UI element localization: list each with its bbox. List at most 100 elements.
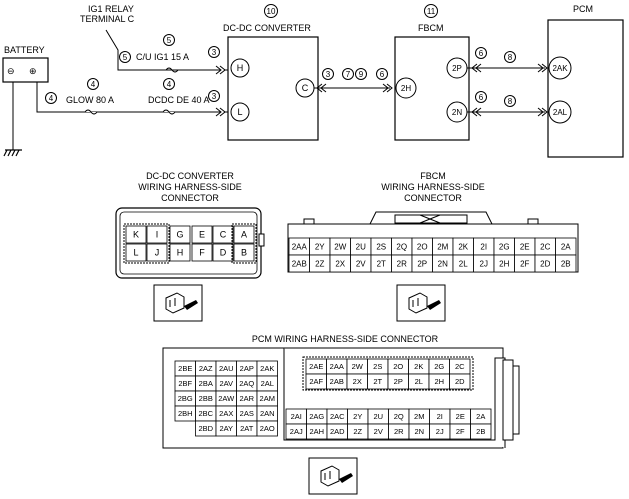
svg-text:2B: 2B: [561, 259, 571, 268]
wire-number-5-fuse: 5: [163, 34, 175, 46]
connector-pin: 2P: [411, 254, 433, 273]
connector-pin: 2BE: [174, 360, 196, 377]
connector-pin: 2K: [452, 237, 474, 256]
svg-text:2BD: 2BD: [198, 424, 213, 433]
svg-text:2F: 2F: [456, 427, 465, 436]
svg-text:2AL: 2AL: [261, 379, 274, 388]
connector-view-icon-pcm: [308, 457, 358, 495]
connector-pin: 2A: [555, 237, 577, 256]
svg-text:2AO: 2AO: [260, 424, 275, 433]
connector-pin: 2S: [367, 358, 389, 375]
svg-text:2Z: 2Z: [315, 259, 324, 268]
svg-text:2H: 2H: [401, 84, 411, 93]
connector-pin: 2AC: [326, 408, 348, 425]
svg-text:2R: 2R: [397, 259, 407, 268]
connector-pin: 2BC: [195, 405, 217, 422]
fbcm-title: FBCM: [418, 23, 444, 33]
svg-text:F: F: [199, 248, 205, 258]
svg-text:2AQ: 2AQ: [239, 379, 254, 388]
connector-pin: 2AQ: [236, 375, 258, 392]
connector-pin: 2AA: [288, 237, 310, 256]
connector-pin: 2I: [429, 408, 451, 425]
svg-text:A: A: [241, 230, 247, 240]
svg-text:11: 11: [427, 7, 436, 16]
svg-text:2O: 2O: [417, 242, 428, 251]
fbcm-harness-title-line2: WIRING HARNESS-SIDE: [381, 182, 485, 192]
wire-number-5-relay: 5: [119, 51, 131, 63]
ig1-relay-wire: [105, 29, 221, 71]
fbcm-terminal-2h: 2H: [395, 77, 417, 99]
svg-text:2AY: 2AY: [219, 424, 233, 433]
ground-icon: [3, 149, 22, 157]
connector-pin: 2AI: [285, 408, 307, 425]
pcm-harness-title: PCM WIRING HARNESS-SIDE CONNECTOR: [252, 334, 439, 344]
svg-text:2U: 2U: [356, 242, 366, 251]
svg-text:C: C: [220, 230, 227, 240]
svg-text:2AP: 2AP: [240, 364, 254, 373]
dcdc-harness-title-line2: WIRING HARNESS-SIDE: [138, 182, 242, 192]
svg-text:2I: 2I: [480, 242, 487, 251]
connector-pin: 2AK: [256, 360, 278, 377]
connector-pin: 2AZ: [195, 360, 217, 377]
connector-pin: 2F: [449, 423, 471, 440]
wire-number-3-h: 3: [208, 46, 220, 58]
svg-text:2AB: 2AB: [292, 259, 307, 268]
svg-text:2AI: 2AI: [291, 412, 302, 421]
wire-number-9: 9: [355, 68, 367, 80]
svg-text:2R: 2R: [394, 427, 404, 436]
component-number-11: 11: [424, 4, 438, 18]
svg-text:2M: 2M: [437, 242, 448, 251]
svg-text:2BE: 2BE: [178, 364, 192, 373]
connector-pin: H: [169, 243, 191, 262]
connector-pin: 2AH: [306, 423, 328, 440]
glow-fuse-label: GLOW 80 A: [66, 95, 114, 105]
svg-text:2AU: 2AU: [219, 364, 234, 373]
svg-text:6: 6: [380, 70, 385, 79]
svg-text:2T: 2T: [373, 377, 382, 386]
connector-pin: 2L: [452, 254, 474, 273]
svg-text:2AD: 2AD: [330, 427, 345, 436]
ig1-relay-terminal-label: TERMINAL C: [80, 14, 135, 24]
svg-text:2D: 2D: [540, 259, 550, 268]
connector-pin: 2Q: [391, 237, 413, 256]
svg-text:6: 6: [479, 49, 484, 58]
connector-pin: 2AD: [326, 423, 348, 440]
svg-text:2I: 2I: [437, 412, 443, 421]
wire-number-3-c: 3: [322, 68, 334, 80]
connector-pin: 2R: [388, 423, 410, 440]
svg-text:D: D: [220, 248, 227, 258]
fbcm-harness-title-line1: FBCM: [420, 171, 446, 181]
connector-pin: 2AB: [326, 373, 348, 390]
connector-pin: 2AB: [288, 254, 310, 273]
dcdc-converter-title: DC-DC CONVERTER: [223, 23, 311, 33]
connector-pin: 2F: [514, 254, 536, 273]
connector-pin: 2AW: [215, 390, 237, 407]
svg-text:2X: 2X: [335, 259, 345, 268]
svg-text:2J: 2J: [436, 427, 444, 436]
connector-pin: 2H: [428, 373, 450, 390]
svg-text:2T: 2T: [377, 259, 386, 268]
connector-pin: 2O: [411, 237, 433, 256]
svg-text:2AB: 2AB: [330, 377, 344, 386]
svg-text:H: H: [237, 63, 244, 73]
svg-text:9: 9: [359, 70, 364, 79]
connector-view-icon-dcdc: [153, 284, 203, 322]
connector-pin: 2AM: [256, 390, 278, 407]
svg-text:2AA: 2AA: [330, 362, 344, 371]
glow-fuse-icon: [84, 109, 98, 115]
wire-number-6-2p: 6: [475, 47, 487, 59]
connector-pin: 2AV: [215, 375, 237, 392]
dcdc-terminal-c: C: [295, 78, 315, 98]
svg-text:2AG: 2AG: [309, 412, 324, 421]
svg-text:2AZ: 2AZ: [199, 364, 213, 373]
svg-text:2Q: 2Q: [396, 242, 407, 251]
svg-text:2P: 2P: [452, 64, 462, 73]
svg-text:L: L: [133, 248, 138, 258]
svg-text:2BB: 2BB: [199, 394, 213, 403]
svg-text:8: 8: [508, 53, 513, 62]
connector-pin: 2AG: [306, 408, 328, 425]
connector-pin: 2BA: [195, 375, 217, 392]
connector-pin: 2S: [370, 237, 392, 256]
connector-pin: 2AY: [215, 420, 237, 437]
